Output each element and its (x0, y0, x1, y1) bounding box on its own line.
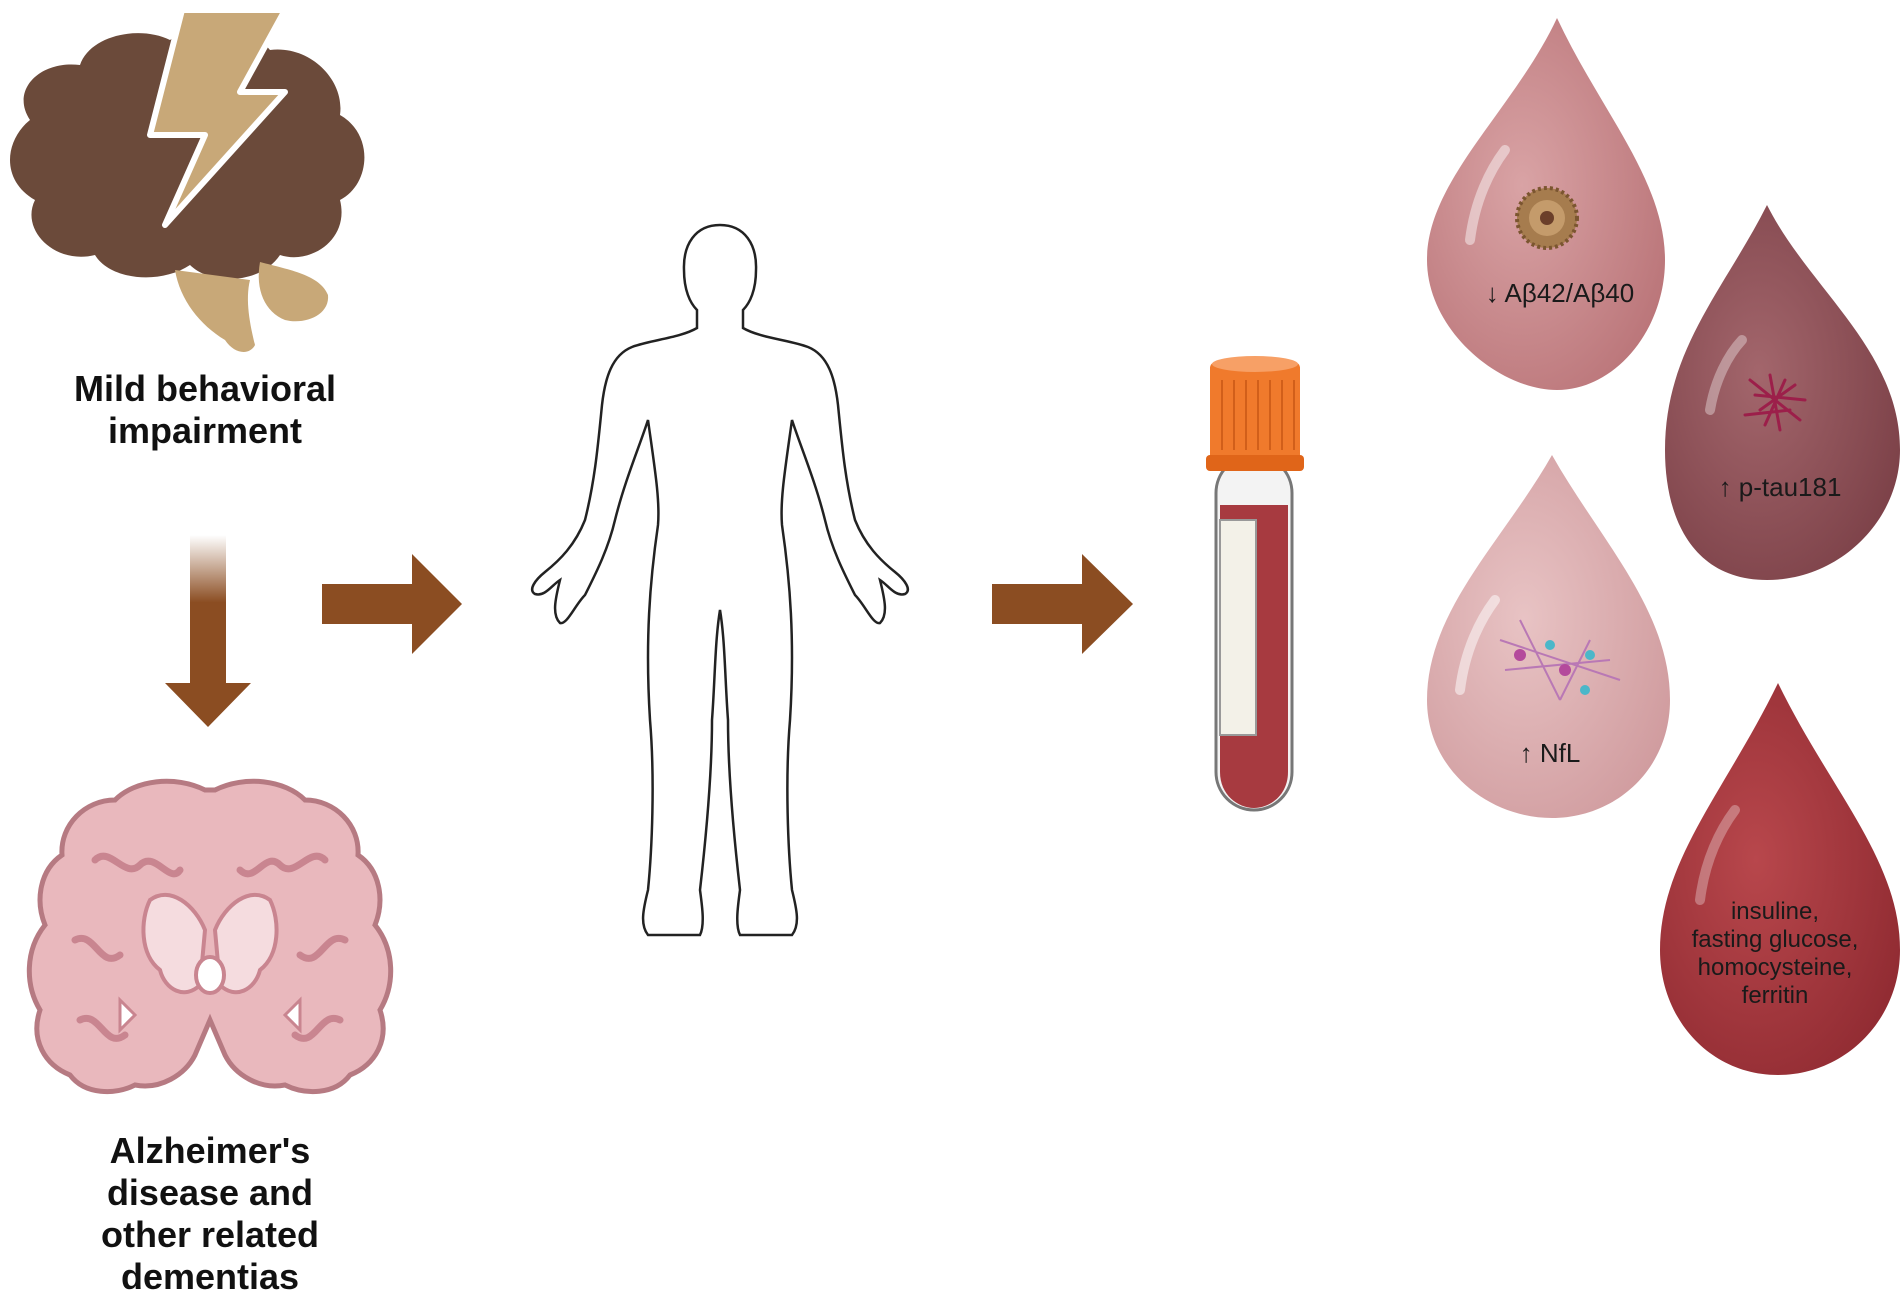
metabolic-line3: homocysteine, (1697, 954, 1853, 981)
human-body-icon (530, 223, 910, 937)
metabolic-line4: ferritin (1741, 982, 1809, 1009)
drop-abeta-label: ↓ Aβ42/Aβ40 (1485, 278, 1635, 308)
ad-line4: dementias (120, 1256, 300, 1297)
drop-nfl (1427, 455, 1670, 818)
drop-ptau (1665, 205, 1900, 580)
arrow-to-body (322, 554, 462, 654)
blood-tube-icon (1206, 356, 1304, 812)
arrow-to-tube (992, 554, 1133, 654)
down-arrow (165, 535, 251, 727)
brain-section-icon (26, 778, 394, 1095)
mild-behavioral-impairment-label: Mild behavioral impairment (40, 368, 370, 452)
ad-line2: disease and (106, 1172, 314, 1213)
ad-line3: other related (100, 1214, 320, 1255)
mbi-line1: Mild behavioral (73, 368, 337, 409)
tau-tangle-icon (1743, 373, 1807, 432)
alzheimers-label: Alzheimer's disease and other related de… (40, 1130, 380, 1298)
amyloid-plaque-icon (1515, 186, 1579, 250)
neuron-icon (1499, 619, 1621, 701)
drop-metabolic-label: insuline, fasting glucose, homocysteine,… (1650, 898, 1900, 1010)
mbi-line2: impairment (107, 410, 303, 451)
drop-nfl-label: ↑ NfL (1519, 738, 1581, 768)
metabolic-line2: fasting glucose, (1691, 926, 1859, 953)
drop-ptau-label: ↑ p-tau181 (1718, 472, 1842, 502)
lightning-icon (147, 7, 288, 228)
drop-abeta (1427, 18, 1665, 390)
drop-metabolic (1660, 683, 1900, 1075)
metabolic-line1: insuline, (1730, 898, 1820, 925)
ad-line1: Alzheimer's (109, 1130, 311, 1171)
